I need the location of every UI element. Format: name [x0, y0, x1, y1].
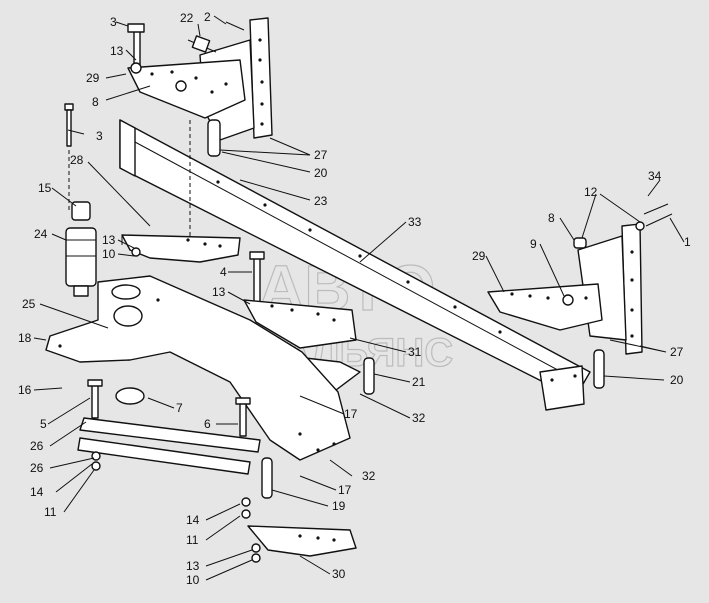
callout-18: 18: [18, 331, 32, 345]
callout-29-right: 29: [472, 249, 486, 263]
lower-link-26: [77, 379, 273, 519]
callout-16: 16: [18, 383, 32, 397]
bracket-30: [247, 525, 357, 563]
callout-13-third: 13: [212, 285, 226, 299]
callout-17-second: 17: [338, 483, 352, 497]
callout-13: 13: [110, 44, 124, 58]
trailing-arm-25: [45, 275, 351, 461]
callout-25: 25: [22, 297, 36, 311]
callout-30: 30: [332, 567, 346, 581]
callout-5: 5: [40, 417, 47, 431]
callout-6: 6: [204, 417, 211, 431]
callout-19: 19: [332, 499, 346, 513]
air-spring-24: [65, 201, 97, 297]
callout-23: 23: [314, 194, 328, 208]
callout-20-right: 20: [670, 373, 684, 387]
callout-32-second: 32: [362, 469, 376, 483]
callout-14: 14: [30, 485, 44, 499]
right-bracket-assembly: [487, 203, 673, 389]
callout-21: 21: [412, 375, 426, 389]
callout-4: 4: [220, 265, 227, 279]
callout-3-second: 3: [96, 129, 103, 143]
callout-27-right: 27: [670, 345, 684, 359]
callout-26-second: 26: [30, 461, 44, 475]
callout-17: 17: [344, 407, 358, 421]
callout-3: 3: [110, 15, 117, 29]
callout-22: 22: [180, 11, 194, 25]
callout-13-fourth: 13: [186, 559, 200, 573]
callout-33: 33: [408, 215, 422, 229]
callout-26: 26: [30, 439, 44, 453]
callout-12: 12: [584, 185, 598, 199]
callout-7: 7: [176, 401, 183, 415]
callout-20: 20: [314, 166, 328, 180]
callout-2: 2: [204, 10, 211, 24]
callout-14-second: 14: [186, 513, 200, 527]
callout-9: 9: [530, 237, 537, 251]
callout-1: 1: [684, 235, 691, 249]
callout-13-second: 13: [102, 233, 116, 247]
callout-29: 29: [86, 71, 100, 85]
callout-34: 34: [648, 169, 662, 183]
callout-24: 24: [34, 227, 48, 241]
callout-27: 27: [314, 148, 328, 162]
callout-32: 32: [412, 411, 426, 425]
leader-lines: [33, 15, 685, 581]
callout-28: 28: [70, 153, 84, 167]
callout-10-second: 10: [186, 573, 200, 587]
frame-beam-33: [119, 119, 591, 411]
top-bracket-assembly: [127, 17, 273, 240]
bracket-28: [121, 234, 241, 263]
callout-10: 10: [102, 247, 116, 261]
callout-15: 15: [38, 181, 52, 195]
callout-labels: 3 22 2 13 29 8 3 27 20 28 23 15 24 13 10…: [18, 10, 691, 587]
callout-11-second: 11: [186, 533, 199, 547]
bolt-3: [64, 103, 74, 210]
callout-31: 31: [408, 345, 422, 359]
callout-8-right: 8: [548, 211, 555, 225]
callout-11: 11: [44, 505, 57, 519]
callout-8: 8: [92, 95, 99, 109]
